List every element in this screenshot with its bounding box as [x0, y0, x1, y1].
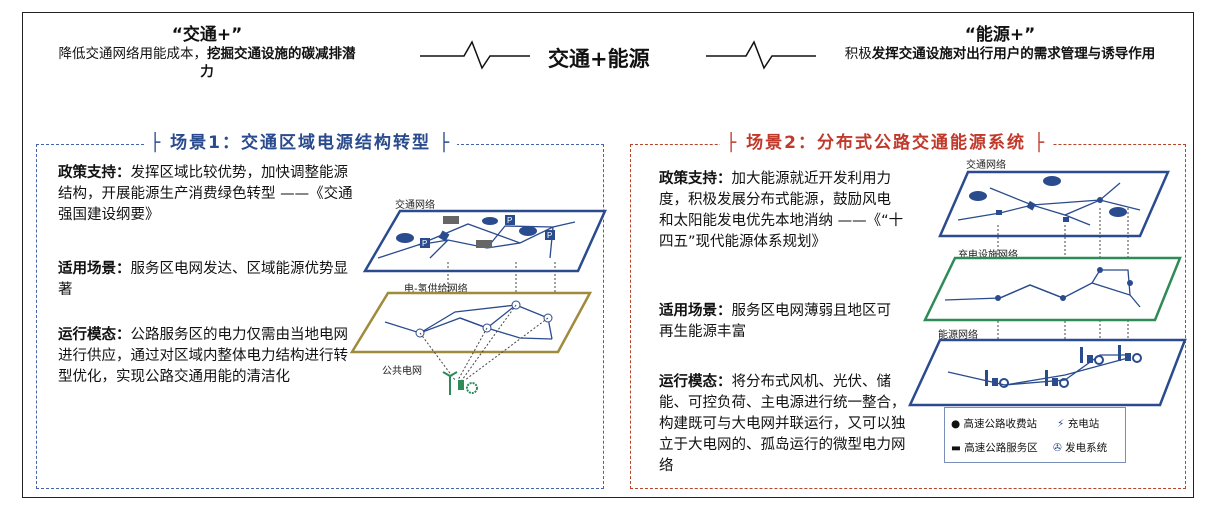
header-right-desc-bold: 发挥交通设施对出行用户的需求管理与诱导作用 [871, 46, 1156, 62]
zigzag-connector-left [420, 40, 530, 70]
header-left-desc: 降低交通网络用能成本， [58, 46, 208, 62]
scene1-apply: 适用场景：服务区电网发达、区域能源优势显著 [58, 261, 348, 298]
legend-gen: ✇ 发电系统 [1053, 442, 1108, 454]
header-right-title: “能源+” [964, 25, 1036, 45]
header-left-desc-bold: 挖掘交通设施的碳减排潜力 [200, 46, 356, 80]
scene2-title: ├ 场景2：分布式公路交通能源系统 ├ [720, 128, 1053, 153]
scene1-mode: 运行模态：公路服务区的电力仅需由当地电网进行供应，通过对区域内整体电力结构进行转… [58, 327, 348, 385]
legend-charge: ⚡ 充电站 [1057, 418, 1100, 430]
header-left-title: “交通+” [171, 25, 243, 45]
scene2-charge-net-label: 充电设施网络 [958, 250, 1018, 261]
header-right-desc: 积极 [844, 46, 872, 62]
scene2-mode: 运行模态：将分布式风机、光伏、储 能、可控负荷、主电源进行统一整合，构建既可与大… [659, 374, 906, 474]
svg-text:P: P [422, 239, 427, 248]
scene2-energy-net-label: 能源网络 [938, 330, 978, 341]
scene1-policy: 政策支持：发挥区域比较优势，加快调整能源结构，开展能源生产消费绿色转型 ——《交… [58, 165, 353, 223]
scene1-title: ├ 场景1：交通区域电源结构转型 ├ [144, 128, 458, 153]
legend-service: ▬ 高速公路服务区 [951, 442, 1038, 454]
outer-frame [22, 12, 1194, 498]
svg-text:P: P [507, 216, 512, 225]
header-left: “交通+” 降低交通网络用能成本，挖掘交通设施的碳减排潜力 [52, 20, 362, 81]
scene2-apply: 适用场景：服务区电网薄弱且地区可再生能源丰富 [659, 303, 891, 340]
legend-toll: ● 高速公路收费站 [951, 418, 1037, 430]
scene2-legend: ● 高速公路收费站 ⚡ 充电站 ▬ 高速公路服务区 ✇ 发电系统 [944, 407, 1126, 463]
scene2-traffic-net-label: 交通网络 [966, 160, 1006, 171]
zigzag-connector-right [706, 40, 816, 70]
header-right: “能源+” 积极发挥交通设施对出行用户的需求管理与诱导作用 [820, 20, 1180, 63]
scene1-grid-label: 公共电网 [382, 366, 422, 377]
svg-text:P: P [547, 231, 552, 240]
grid-generator-icon [442, 371, 478, 395]
scene1-power-net-label: 电-氢供给网络 [404, 284, 468, 295]
scene2-policy: 政策支持：加大能源就近开发利用力度，积极发展分布式能源，鼓励风电和太阳能发电优先… [659, 171, 904, 250]
center-title: 交通+能源 [548, 47, 650, 71]
scene1-traffic-net-label: 交通网络 [395, 200, 435, 211]
